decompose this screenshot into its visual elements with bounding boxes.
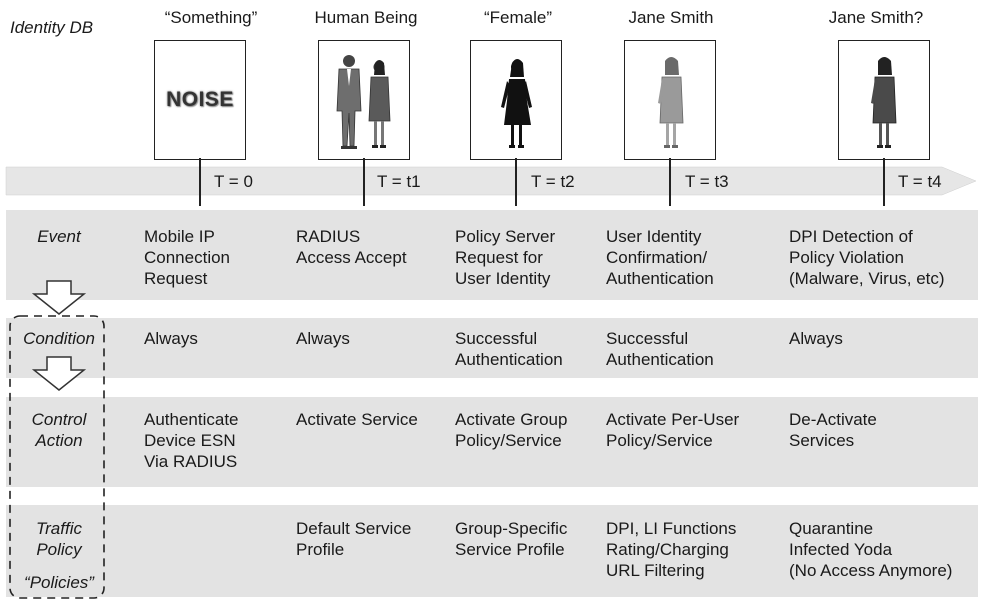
connector-line [883,158,885,206]
stage-title-something: “Something” [164,8,258,27]
stage-title-jane-smith-question: Jane Smith? [828,8,924,27]
event-cell: Policy Server Request for User Identity [455,227,556,288]
woman-figure-gray [624,40,716,160]
connector-line [669,158,671,206]
noise-text: NOISE [166,88,234,111]
down-arrow-icon [31,280,87,315]
policies-label: “Policies” [24,573,94,592]
row-label-condition: Condition [23,329,95,348]
stage-title-human-being: Human Being [314,8,418,27]
traffic-policy-cell: Quarantine Infected Yoda (No Access Anym… [789,519,953,580]
time-label: T = t1 [377,172,421,191]
condition-cell: Always [144,329,198,348]
noise-image: NOISE [154,40,246,160]
event-cell: User Identity Confirmation/ Authenticati… [606,227,714,288]
event-band [6,210,978,300]
identity-db-label: Identity DB [10,18,94,37]
time-label: T = 0 [214,172,253,191]
condition-cell: Successful Authentication [455,329,563,369]
condition-cell: Successful Authentication [606,329,714,369]
time-label: T = t4 [898,172,942,191]
female-silhouette [470,40,562,160]
traffic-policy-band [6,505,978,597]
woman-figure-dark [838,40,930,160]
control-action-cell: De-Activate Services [789,410,877,450]
condition-band [6,318,978,378]
traffic-policy-cell: DPI, LI Functions Rating/Charging URL Fi… [606,519,737,580]
connector-line [363,158,365,206]
control-action-cell: Activate Group Policy/Service [455,410,568,450]
control-action-cell: Activate Service [296,410,418,429]
condition-cell: Always [296,329,350,348]
stage-title-female: “Female” [483,8,552,27]
time-label: T = t2 [531,172,575,191]
row-label-control-action: Control Action [31,410,87,450]
traffic-policy-cell: Group-Specific Service Profile [455,519,568,559]
man-and-woman-figures [318,40,410,160]
event-cell: Mobile IP Connection Request [144,227,231,288]
connector-line [515,158,517,206]
traffic-policy-cell: Default Service Profile [296,519,412,559]
control-action-cell: Activate Per-User Policy/Service [606,410,740,450]
stage-title-jane-smith: Jane Smith [628,8,714,27]
event-cell: RADIUS Access Accept [296,227,407,267]
down-arrow-icon [31,356,87,391]
control-action-band [6,397,978,487]
row-label-traffic-policy: Traffic Policy [36,519,82,559]
connector-line [199,158,201,206]
row-label-event: Event [37,227,81,246]
control-action-cell: Authenticate Device ESN Via RADIUS [144,410,239,471]
event-cell: DPI Detection of Policy Violation (Malwa… [789,227,945,288]
condition-cell: Always [789,329,843,348]
time-label: T = t3 [685,172,729,191]
